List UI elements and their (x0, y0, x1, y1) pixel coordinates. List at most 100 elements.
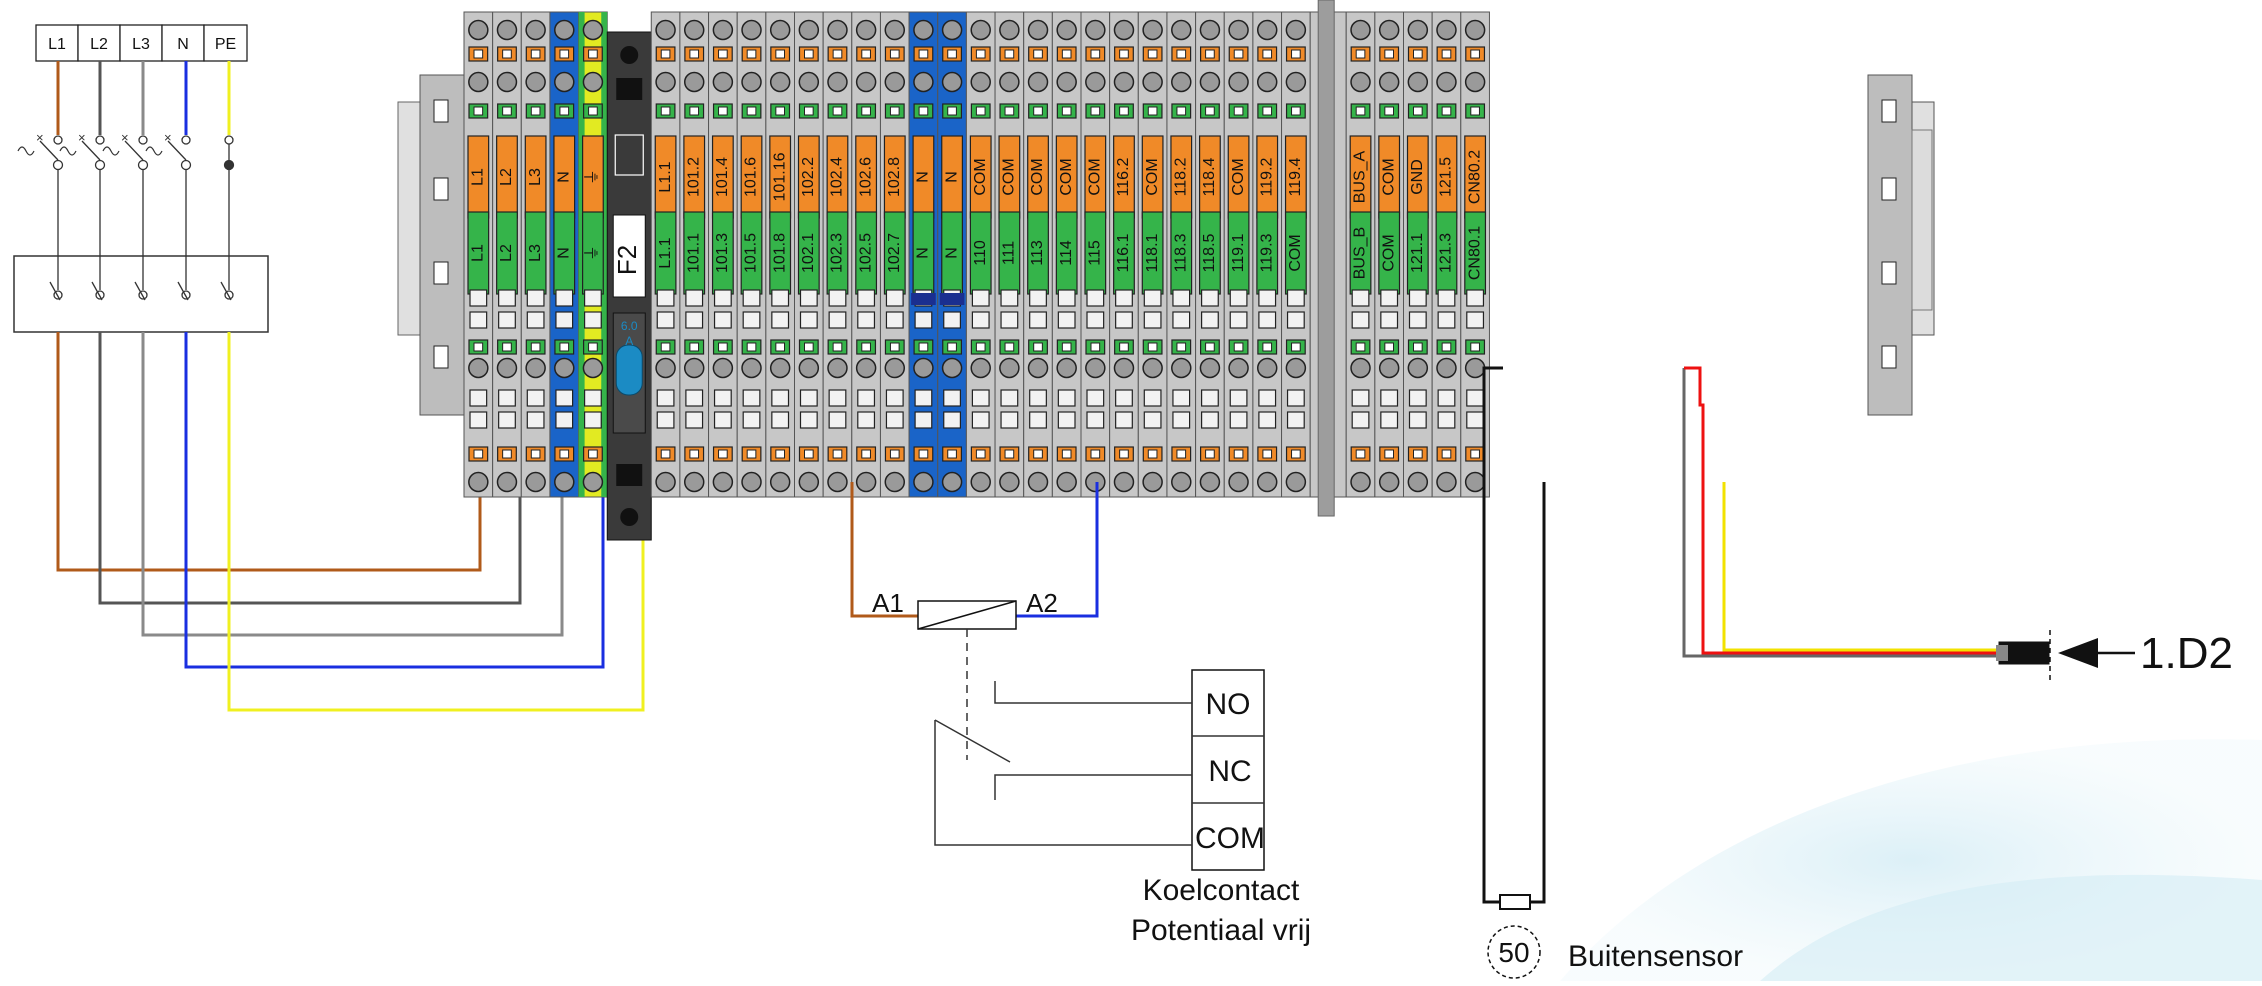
test-socket-hole (1090, 49, 1101, 59)
contact-square-hole (1033, 106, 1043, 116)
terminal-top-label: N (555, 171, 572, 183)
supply-label: L2 (90, 36, 108, 53)
contact-square-hole (1004, 342, 1015, 352)
jumper-slot (469, 311, 488, 329)
wire-a2 (1016, 482, 1099, 618)
jumper-slot (1380, 411, 1399, 429)
jumper-slot (685, 289, 704, 307)
screw-hole (1464, 357, 1486, 379)
bus-wire-yellow (1722, 482, 2000, 652)
bracket-slot (433, 177, 449, 201)
jumper-slot (1351, 389, 1370, 407)
screw-hole (1056, 357, 1077, 379)
jumper-slot (685, 411, 704, 429)
jumper-slot (1229, 289, 1248, 307)
jumper-slot (742, 411, 761, 429)
supply-label: PE (215, 36, 236, 53)
contact-square-hole (947, 342, 957, 352)
screw-hole (1171, 357, 1192, 379)
jumper-slot (1029, 389, 1047, 407)
screw-hole (655, 471, 676, 493)
terminal-top-label: 102.8 (886, 157, 903, 197)
jumper-slot (742, 289, 761, 307)
screw-hole (1464, 71, 1486, 93)
jumper-slot (583, 289, 602, 307)
contact-square-hole (1355, 106, 1366, 116)
test-socket-hole (1147, 449, 1158, 459)
terminal-top-label: 102.6 (857, 157, 874, 197)
jumper-slot (742, 311, 761, 329)
screw-hole (769, 71, 791, 93)
terminal-top-label: 102.4 (829, 157, 846, 197)
test-socket-hole (918, 49, 929, 59)
jumper-slot (713, 311, 732, 329)
jumper-slot (1200, 289, 1219, 307)
jumper-slot (1229, 311, 1248, 329)
test-socket-hole (1441, 49, 1452, 59)
contact-square-hole (832, 342, 843, 352)
contact-square-hole (502, 342, 512, 352)
contact-square-hole (889, 342, 900, 352)
jumper-slot (1143, 311, 1162, 329)
screw-hole (827, 19, 848, 41)
screw-hole (1085, 357, 1106, 379)
screw-hole (1027, 471, 1049, 493)
screw-hole (1085, 471, 1106, 493)
contact-square-hole (1441, 342, 1452, 352)
terminal-bottom-label: 121.3 (1438, 233, 1455, 273)
jumper-slot (1466, 289, 1485, 307)
breaker-node (137, 159, 149, 171)
jumper-slot (1200, 389, 1219, 407)
jumper-slot (828, 311, 847, 329)
jumper-slot (1000, 289, 1019, 307)
bus-wire-red (1684, 366, 2000, 655)
jumper-slot (971, 311, 990, 329)
screw-hole (798, 471, 820, 493)
screw-hole (741, 357, 762, 379)
jumper-slot (771, 389, 790, 407)
screw-hole (496, 19, 518, 41)
supply-label: N (177, 36, 189, 53)
contact-square-hole (1090, 342, 1101, 352)
terminal-top-label: 101.6 (743, 157, 760, 197)
test-socket-hole (975, 449, 986, 459)
jumper-slot (1258, 389, 1277, 407)
test-socket-hole (775, 449, 785, 459)
jumper-slot (914, 311, 933, 329)
jumper-slot (1057, 311, 1076, 329)
terminal-bottom-label: 102.7 (886, 233, 903, 273)
screw-hole (1199, 19, 1221, 41)
screw-hole (970, 471, 991, 493)
test-socket-hole (1355, 49, 1366, 59)
contact-square-hole (975, 342, 986, 352)
jumper-slot (1115, 311, 1133, 329)
screw-hole (913, 471, 934, 493)
contact-square-hole (689, 106, 700, 116)
jumper-slot (742, 389, 761, 407)
terminal-bottom-label: ⏚ (583, 245, 601, 261)
screw-hole (827, 71, 848, 93)
jumper-slot (1143, 389, 1162, 407)
screw-hole (1113, 357, 1135, 379)
jumper-slot (1172, 289, 1191, 307)
screw-hole (496, 357, 518, 379)
contact-square-hole (1233, 106, 1244, 116)
screw-hole (769, 19, 791, 41)
contact-square-hole (1090, 106, 1101, 116)
screw-hole (798, 19, 820, 41)
test-socket-hole (832, 449, 843, 459)
bracket-slot (1881, 345, 1897, 369)
test-socket-hole (947, 449, 957, 459)
jumper-slot (857, 289, 876, 307)
terminal-bottom-label: 115 (1087, 240, 1104, 266)
screw-hole (1171, 71, 1192, 93)
screw-hole (1350, 471, 1371, 493)
jumper-slot (1086, 389, 1105, 407)
jumper-slot (771, 311, 790, 329)
screw-hole (855, 71, 877, 93)
jumper-slot (1115, 389, 1133, 407)
terminal-top-label: N (915, 171, 932, 183)
jumper-slot (1172, 311, 1191, 329)
breaker-node (180, 159, 192, 171)
screw-hole (525, 19, 546, 41)
